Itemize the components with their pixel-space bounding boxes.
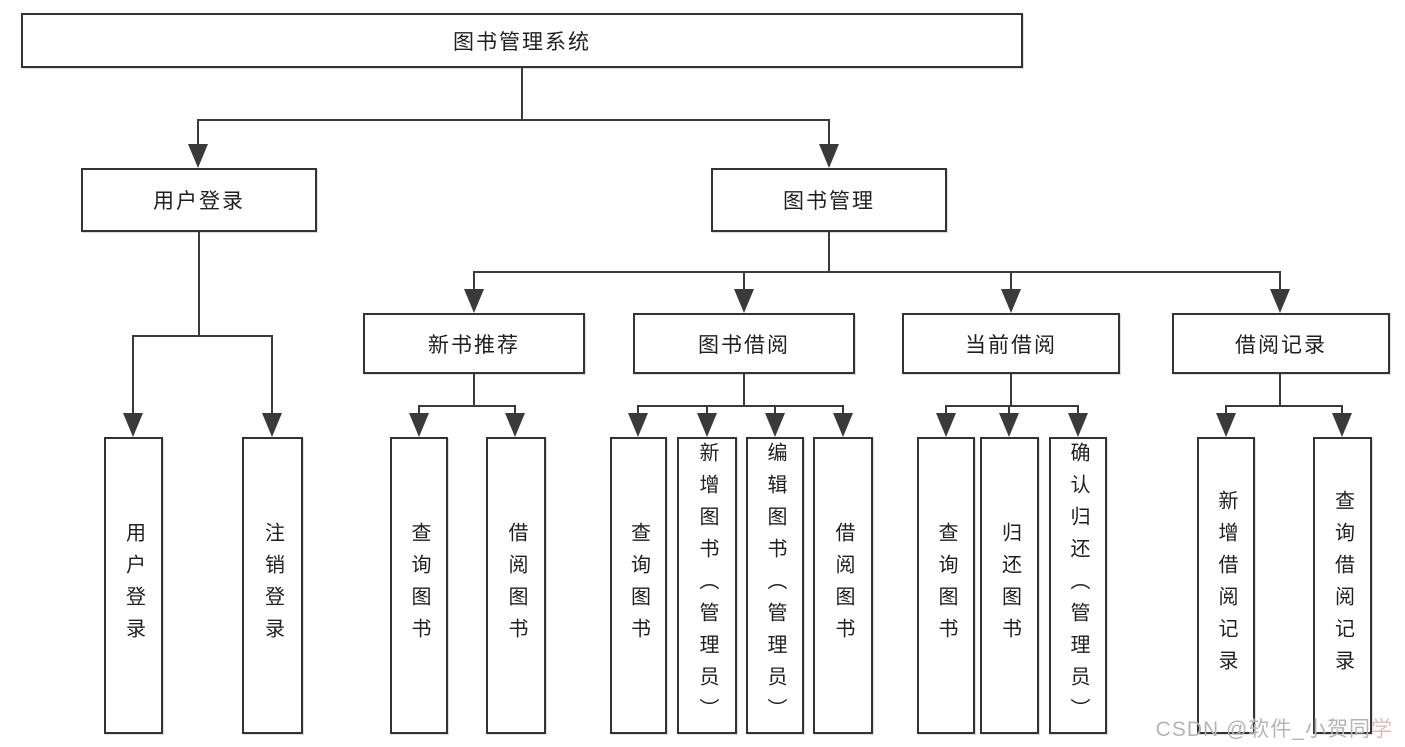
connector-line: [473, 271, 475, 289]
arrow-head: [123, 413, 143, 437]
arrow-head: [999, 413, 1019, 437]
connector-line: [1010, 271, 1012, 289]
connector-line: [637, 405, 639, 413]
leaf-borrow-books-label: 借阅图书: [832, 521, 854, 650]
connector-line: [828, 119, 830, 145]
csdn-watermark-accent: 学: [1371, 718, 1393, 741]
node-current-borrowing: 当前借阅: [902, 313, 1120, 374]
connector-line: [1279, 271, 1281, 289]
connector-line: [743, 271, 745, 289]
connector-line: [197, 119, 199, 145]
connector-line: [132, 335, 134, 413]
leaf-query-books-current: 查询图书: [917, 437, 975, 734]
leaf-confirm-return-admin-label: 确认归还（管理员）: [1067, 441, 1089, 730]
arrow-head: [833, 413, 853, 437]
connector-line: [473, 374, 475, 406]
node-new-book-recommend: 新书推荐: [363, 313, 585, 374]
leaf-logout-label: 注销登录: [261, 521, 284, 650]
connector-line: [945, 405, 947, 413]
leaf-confirm-return-admin: 确认归还（管理员）: [1049, 437, 1107, 734]
connector-line: [706, 405, 708, 413]
leaf-query-books-recommend: 查询图书: [390, 437, 448, 734]
leaf-query-books-current-label: 查询图书: [935, 521, 957, 650]
node-user-login: 用户登录: [81, 168, 317, 232]
csdn-watermark-text: CSDN @软件_小贺同: [1155, 718, 1371, 741]
leaf-user-login: 用户登录: [104, 437, 163, 734]
connector-line: [132, 335, 273, 337]
connector-line: [514, 405, 516, 413]
connector-line: [198, 232, 200, 336]
connector-line: [271, 335, 273, 413]
leaf-borrow-books-recommend: 借阅图书: [486, 437, 546, 734]
connector-line: [828, 232, 830, 272]
csdn-watermark: CSDN @软件_小贺同学: [1156, 713, 1393, 743]
leaf-add-books-admin-label: 新增图书（管理员）: [696, 441, 718, 730]
leaf-edit-books-admin: 编辑图书（管理员）: [746, 437, 804, 734]
arrow-head: [1216, 413, 1236, 437]
arrow-head: [819, 144, 839, 168]
leaf-logout: 注销登录: [242, 437, 303, 734]
connector-line: [1279, 374, 1281, 406]
connector-line: [1010, 374, 1012, 406]
arrow-head: [188, 144, 208, 168]
node-root-library-system: 图书管理系统: [21, 13, 1023, 68]
arrow-head: [505, 413, 525, 437]
connector-line: [473, 271, 1281, 273]
connector-line: [1077, 405, 1079, 413]
arrow-head: [628, 413, 648, 437]
connector-line: [1225, 405, 1342, 407]
leaf-query-books-recommend-label: 查询图书: [408, 521, 430, 650]
connector-line: [743, 374, 745, 406]
leaf-add-books-admin: 新增图书（管理员）: [677, 437, 737, 734]
connector-line: [1341, 405, 1343, 413]
node-book-borrowing: 图书借阅: [633, 313, 855, 374]
leaf-borrow-books-recommend-label: 借阅图书: [505, 521, 527, 650]
leaf-edit-books-admin-label: 编辑图书（管理员）: [764, 441, 786, 730]
connector-line: [774, 405, 776, 413]
connector-line: [637, 405, 843, 407]
connector-line: [197, 119, 829, 121]
arrow-head: [765, 413, 785, 437]
node-book-management: 图书管理: [711, 168, 947, 232]
connector-line: [842, 405, 844, 413]
leaf-query-books-borrowing: 查询图书: [610, 437, 667, 734]
arrow-head: [464, 289, 484, 313]
leaf-query-borrow-record: 查询借阅记录: [1313, 437, 1372, 734]
leaf-return-books: 归还图书: [980, 437, 1039, 734]
leaf-query-borrow-record-label: 查询借阅记录: [1331, 489, 1354, 682]
arrow-head: [697, 413, 717, 437]
connector-line: [418, 405, 516, 407]
connector-line: [418, 405, 420, 413]
leaf-user-login-label: 用户登录: [122, 521, 145, 650]
leaf-add-borrow-record: 新增借阅记录: [1197, 437, 1255, 734]
arrow-head: [409, 413, 429, 437]
leaf-return-books-label: 归还图书: [998, 521, 1021, 650]
arrow-head: [262, 413, 282, 437]
connector-line: [521, 68, 523, 120]
arrow-head: [1270, 289, 1290, 313]
connector-line: [1008, 405, 1010, 413]
arrow-head: [1068, 413, 1088, 437]
arrow-head: [1332, 413, 1352, 437]
leaf-query-books-borrowing-label: 查询图书: [627, 521, 650, 650]
connector-line: [945, 405, 1078, 407]
leaf-borrow-books: 借阅图书: [813, 437, 873, 734]
leaf-add-borrow-record-label: 新增借阅记录: [1215, 489, 1237, 682]
arrow-head: [734, 289, 754, 313]
arrow-head: [936, 413, 956, 437]
connector-line: [1225, 405, 1227, 413]
node-borrowing-records: 借阅记录: [1172, 313, 1390, 374]
arrow-head: [1001, 289, 1021, 313]
